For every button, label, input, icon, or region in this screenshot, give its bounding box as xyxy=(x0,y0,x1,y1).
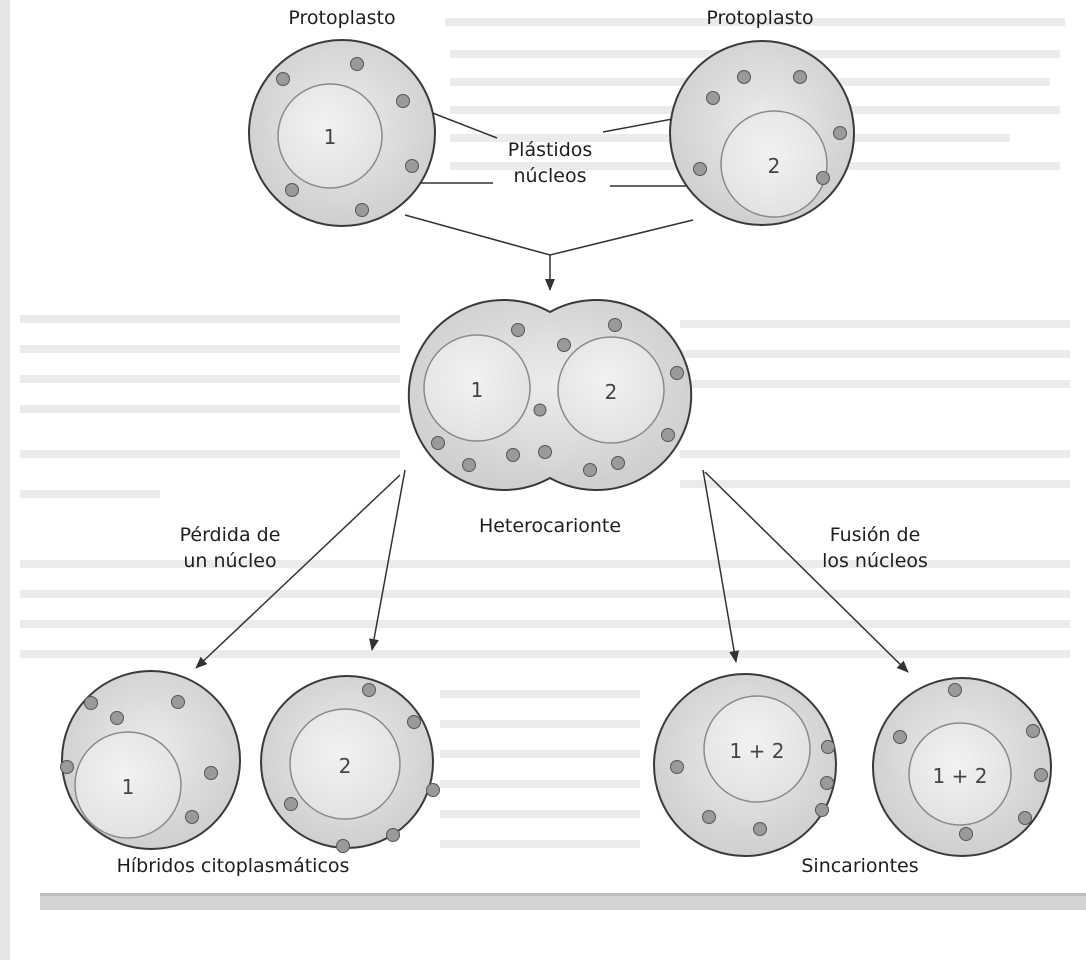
nucleus-label: 2 xyxy=(339,754,352,778)
label-protoplast-right: Protoplasto xyxy=(690,5,830,31)
synkaryon-left: 1 + 2 xyxy=(654,674,836,856)
label-cybrids: Híbridos citoplasmáticos xyxy=(108,853,358,879)
nucleus-label: 2 xyxy=(768,154,781,178)
cybrid-right: 2 xyxy=(261,676,440,853)
heterokaryon-cell: 1 2 xyxy=(409,300,691,490)
label-loss-of-nucleus: Pérdida de un núcleo xyxy=(160,522,300,574)
nucleus-1-label: 1 xyxy=(471,378,484,402)
synkaryon-right: 1 + 2 xyxy=(873,678,1051,856)
label-protoplast-left: Protoplasto xyxy=(272,5,412,31)
nucleus-2-label: 2 xyxy=(605,380,618,404)
merge-line xyxy=(405,215,693,255)
nucleus-label: 1 xyxy=(122,775,135,799)
protoplast-right: 2 xyxy=(670,41,854,225)
cybrid-left: 1 xyxy=(61,671,241,849)
nucleus-label: 1 + 2 xyxy=(933,764,988,788)
protoplast-left: 1 xyxy=(249,40,435,226)
label-heterokaryon: Heterocarionte xyxy=(470,513,630,539)
label-plastids-nuclei: Plástidos núcleos xyxy=(490,137,610,189)
nucleus-label: 1 xyxy=(324,125,337,149)
label-nuclear-fusion: Fusión de los núcleos xyxy=(800,522,950,574)
nucleus-label: 1 + 2 xyxy=(730,739,785,763)
arrow-to-synkaryon-left xyxy=(703,470,736,662)
label-synkaryons: Sincariontes xyxy=(790,853,930,879)
